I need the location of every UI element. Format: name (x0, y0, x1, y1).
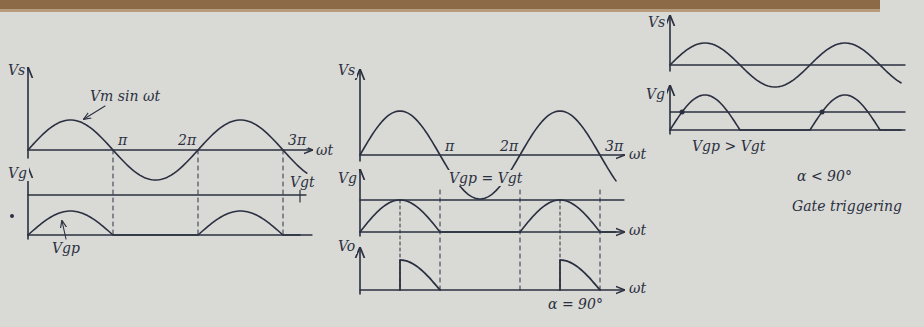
phase-mark: 3π (603, 138, 625, 154)
axis-label: Vs (6, 62, 27, 78)
gate-pulse (670, 95, 901, 130)
threshold-label: Vgt (288, 174, 317, 190)
firing-angle: α < 90° (795, 168, 854, 184)
table-edge (0, 0, 880, 9)
vg-axis (359, 170, 361, 236)
firing-point (680, 110, 685, 115)
axis-label: ωt (314, 142, 335, 158)
firing-point (820, 110, 825, 115)
pulse-label: Vgp (50, 240, 82, 256)
gate-pulse (360, 200, 616, 232)
time-axis (670, 64, 905, 65)
threshold-tick (299, 188, 300, 202)
table-edge-shade (0, 9, 880, 12)
period-marker (600, 190, 601, 290)
time-axis (28, 149, 312, 150)
phase-mark: π (443, 138, 456, 154)
gate-pulse (28, 211, 300, 235)
axis-label: ωt (627, 280, 648, 296)
period-marker (283, 150, 284, 235)
phase-mark: 2π (176, 132, 198, 148)
vs-axis (359, 70, 361, 161)
bullet-dot (10, 214, 14, 218)
period-marker (198, 150, 199, 235)
axis-label: Vo (336, 238, 357, 254)
heading-note: Gate triggering (790, 198, 904, 214)
axis-label: ωt (627, 146, 648, 162)
phase-mark: π (116, 132, 129, 148)
period-marker (113, 150, 114, 235)
leader-line (84, 106, 105, 119)
supply-sine (28, 120, 307, 180)
supply-sine (670, 43, 901, 87)
gate-threshold-line (28, 194, 306, 195)
supply-sine (360, 111, 616, 199)
output-voltage (560, 260, 600, 290)
period-marker (520, 190, 521, 290)
axis-label: Vg (644, 86, 667, 102)
condition-note: Vgp > Vgt (690, 138, 767, 154)
vs-axis (669, 16, 671, 71)
waveform-label: Vm sin ωt (88, 88, 162, 104)
axis-label: Vs (646, 14, 667, 30)
gate-threshold-line (670, 111, 905, 112)
axis-label: Vg (336, 170, 359, 186)
leader-line (62, 221, 66, 239)
phase-mark: 3π (286, 132, 308, 148)
axis-label: ωt (627, 222, 648, 238)
axis-label: Vg (6, 165, 29, 181)
vs-axis (27, 68, 29, 158)
vo-axis (359, 248, 361, 294)
axis-label: Vs (336, 62, 357, 78)
period-marker (440, 190, 441, 290)
firing-angle: α = 90° (546, 296, 605, 312)
condition-note: Vgp = Vgt (447, 170, 524, 186)
time-axis (360, 154, 624, 155)
output-voltage (400, 260, 440, 290)
phase-mark: 2π (498, 138, 520, 154)
vg-axis (669, 86, 671, 134)
